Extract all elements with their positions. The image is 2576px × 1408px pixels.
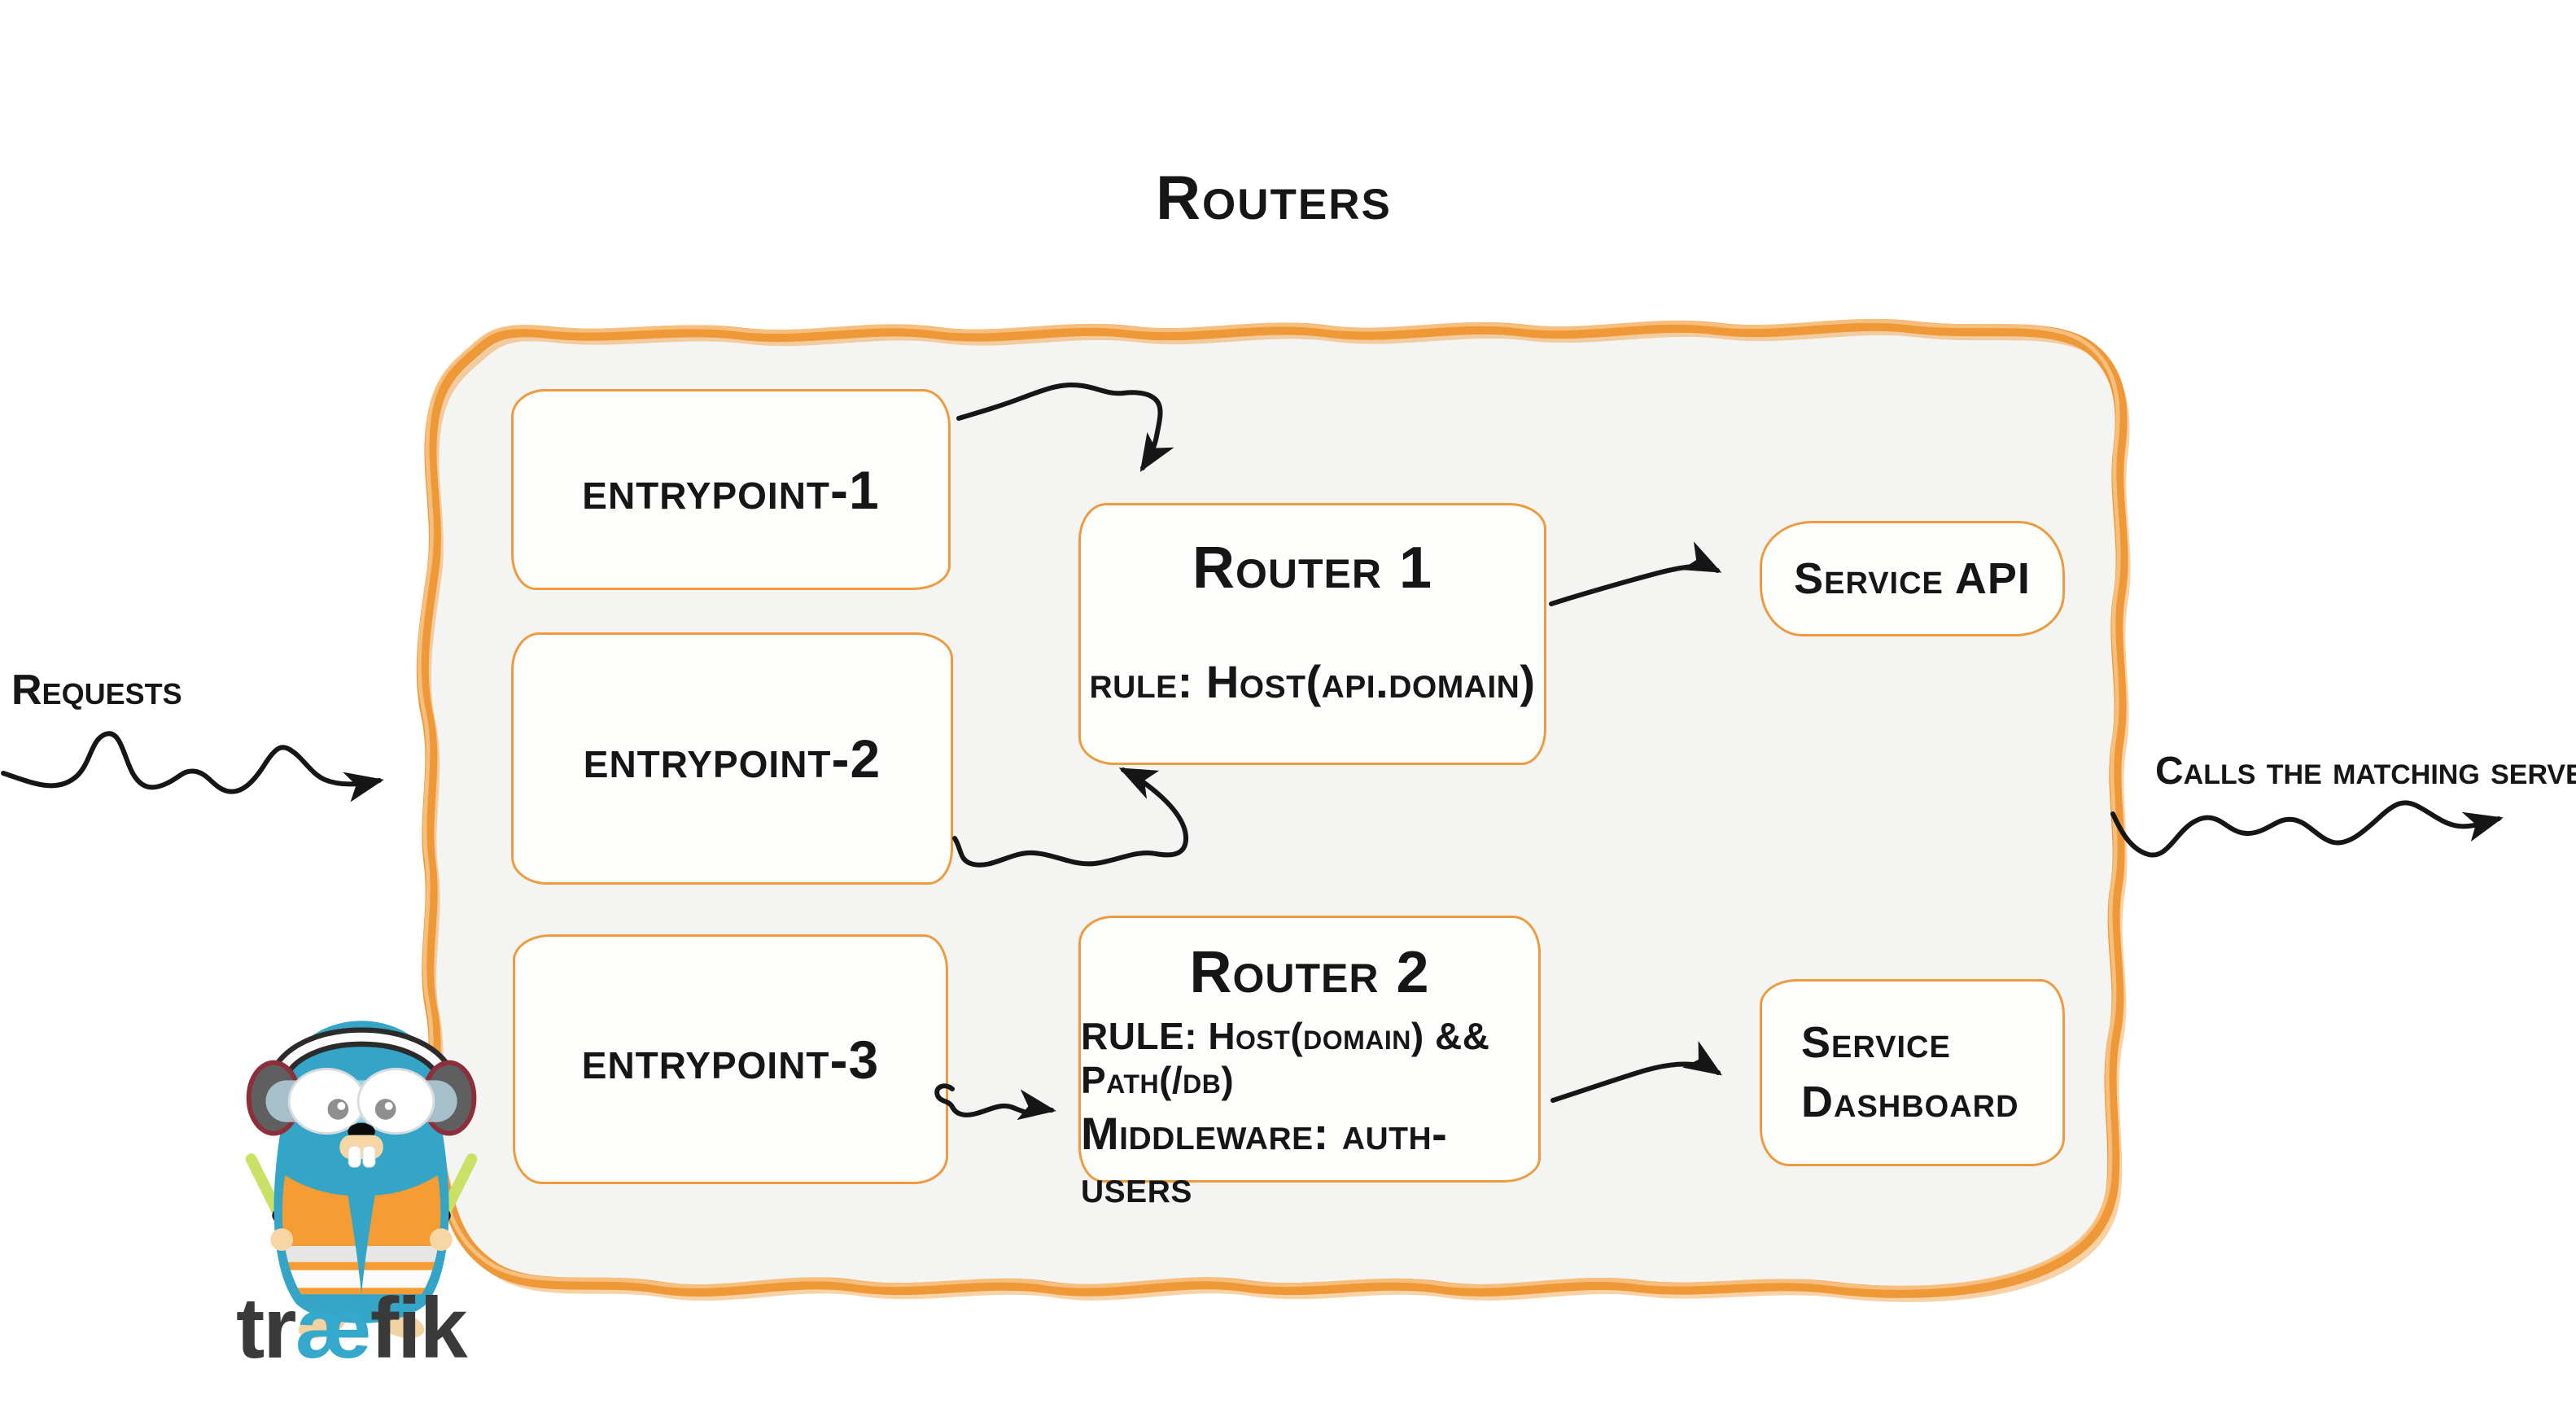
goggle-lens-left: [287, 1068, 366, 1135]
outgoing-calls-label: Calls the matching server: [2155, 750, 2576, 793]
gopher-tooth-right: [362, 1145, 376, 1168]
entrypoint-2-label: entrypoint-2: [583, 728, 881, 789]
service-api-node: Service API: [1760, 521, 2065, 636]
pupil-left: [327, 1099, 349, 1120]
arrow-entrypoint2-to-router1: [952, 767, 1189, 868]
page-title: Routers: [1156, 164, 1392, 233]
entrypoint-2-node: entrypoint-2: [511, 632, 953, 885]
gopher-muzzle: [339, 1135, 383, 1160]
arrow-router2-to-service-dashboard: [1550, 1040, 1722, 1103]
router-2-middleware: Middleware: auth-users: [1081, 1108, 1448, 1212]
entrypoint-3-node: entrypoint-3: [513, 934, 948, 1184]
wordmark-tr: tr: [236, 1280, 297, 1376]
incoming-requests-label: Requests: [11, 667, 182, 714]
arrow-entrypoint1-to-router1: [956, 383, 1174, 473]
router-1-node: Router 1 rule: Host(api.domain): [1078, 503, 1546, 765]
router-1-rule: rule: Host(api.domain): [1089, 656, 1536, 707]
router-1-name: Router 1: [1192, 536, 1433, 601]
vest-center-gap: [348, 1194, 375, 1295]
entrypoint-1-label: entrypoint-1: [582, 459, 880, 520]
service-dashboard-node: Service Dashboard: [1760, 979, 2065, 1166]
pupil-right: [374, 1099, 396, 1120]
arrow-requests-in: [1, 731, 384, 802]
wordmark-fik: fik: [370, 1280, 468, 1376]
gopher-hand-left: [270, 1228, 294, 1251]
traefik-wordmark: træfik: [236, 1279, 468, 1378]
wordmark-ae: æ: [295, 1280, 372, 1376]
router-2-rule: RULE: Host(domain) && Path(/db): [1081, 1015, 1490, 1101]
goggle-lens-right: [356, 1068, 435, 1135]
pupil-glint-right: [384, 1102, 393, 1110]
entrypoint-1-node: entrypoint-1: [511, 389, 951, 590]
service-api-label: Service API: [1794, 553, 2031, 603]
pupil-glint-left: [337, 1102, 346, 1110]
service-dashboard-label-line2: Dashboard: [1801, 1078, 2019, 1126]
service-dashboard-label-line1: Service: [1801, 1018, 1951, 1068]
router-2-node: Router 2 RULE: Host(domain) && Path(/db)…: [1078, 916, 1541, 1212]
arrow-router1-to-service-api: [1549, 541, 1722, 606]
router-2-name: Router 2: [1189, 940, 1430, 1005]
gopher-tooth-left: [348, 1145, 361, 1168]
gopher-hand-right: [430, 1228, 453, 1251]
arrow-entrypoint3-to-router2: [934, 1083, 1056, 1121]
arrow-calls-out: [2110, 800, 2504, 858]
entrypoint-3-label: entrypoint-3: [581, 1029, 880, 1090]
